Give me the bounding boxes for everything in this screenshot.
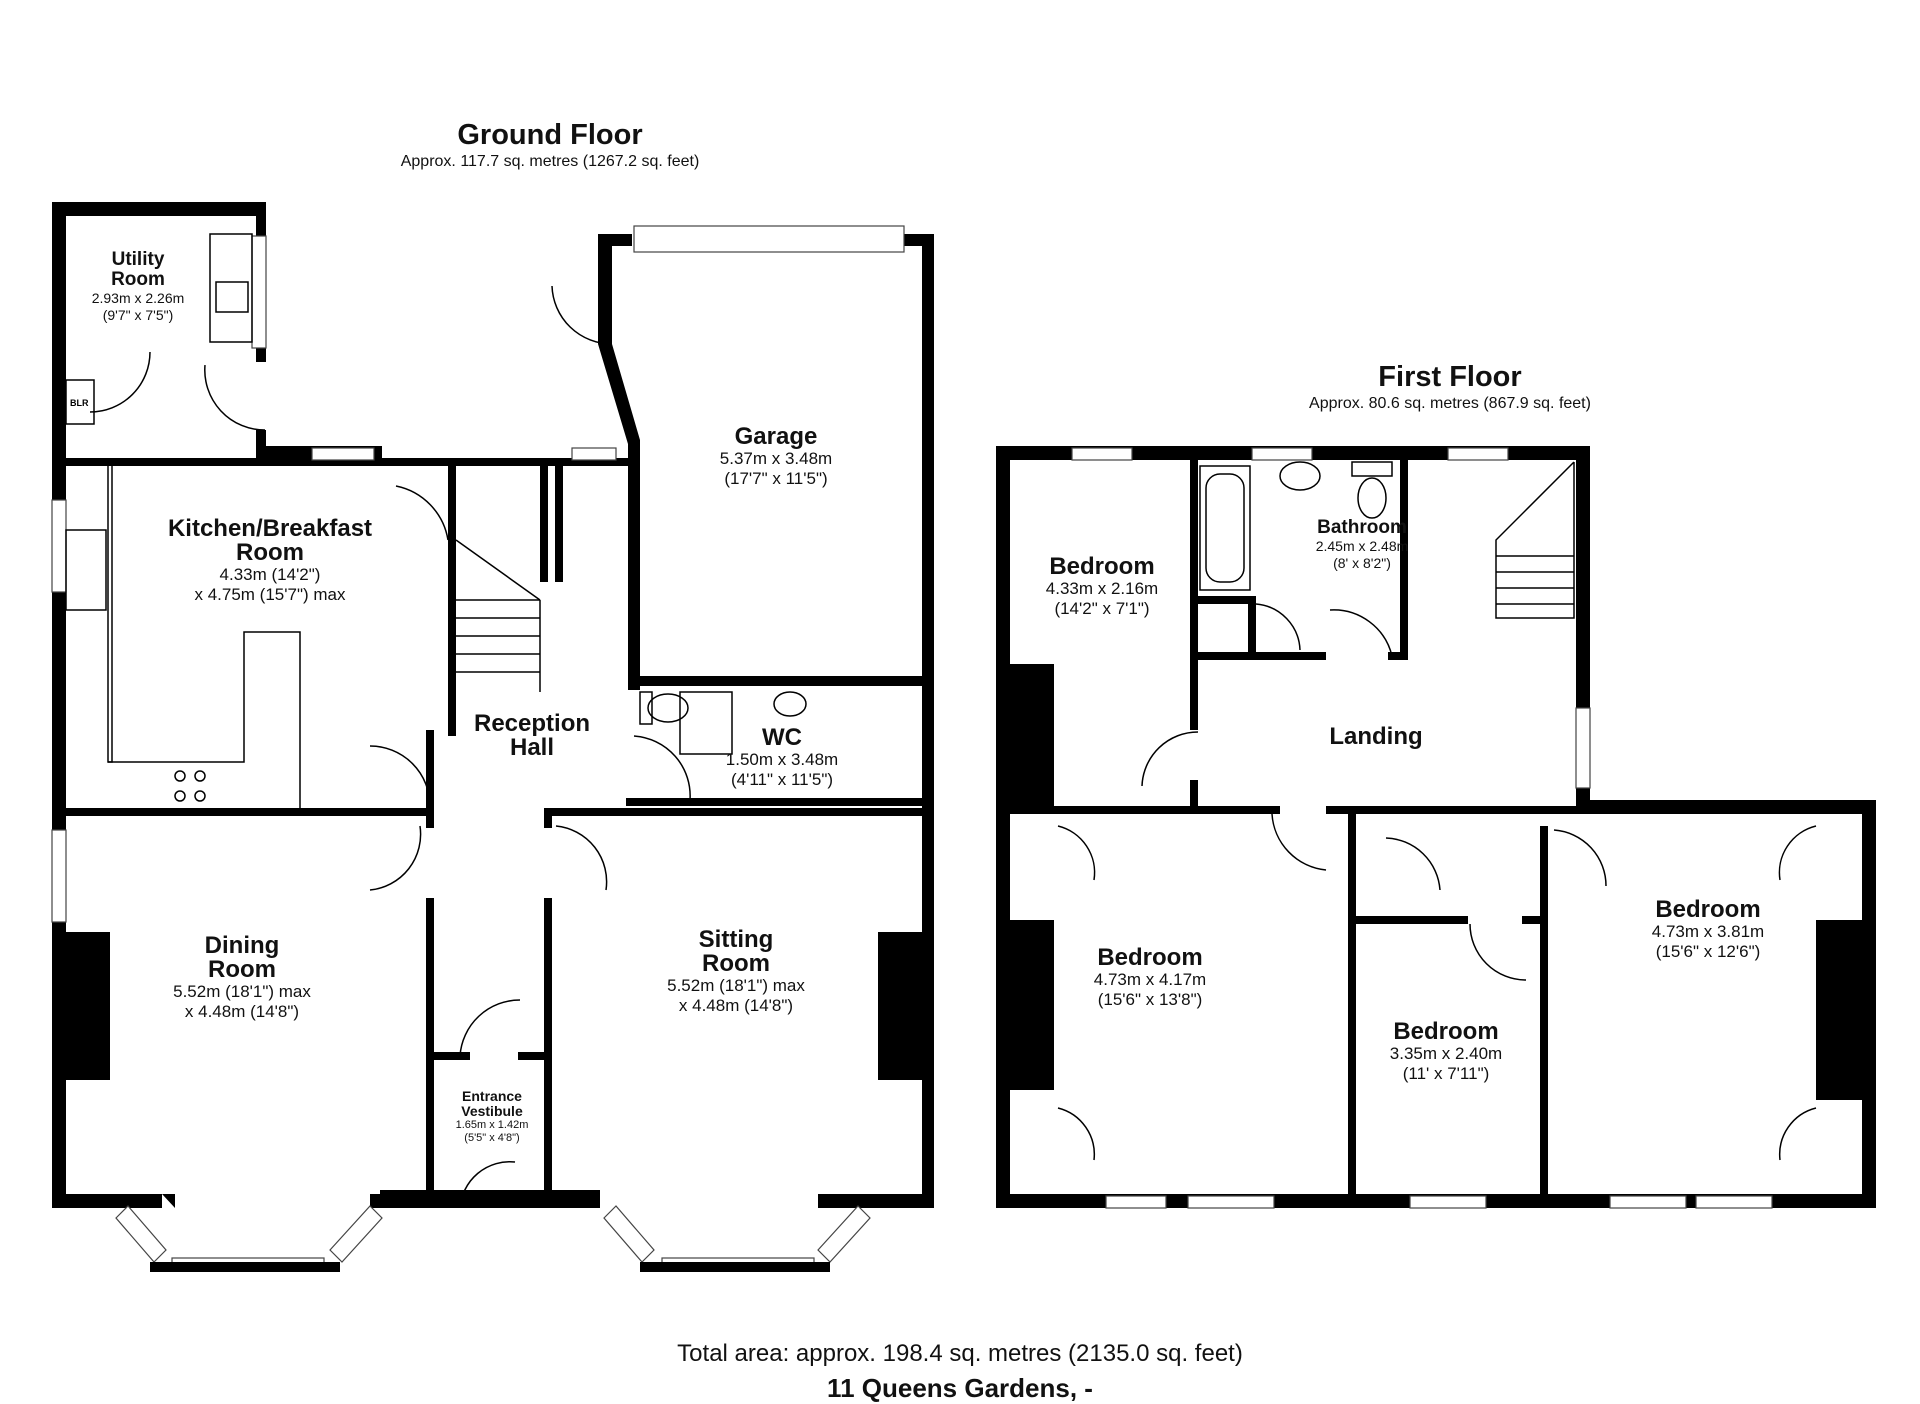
ground-floor-fixtures: BLR: [51, 225, 922, 1209]
first-floor-heading: First Floor Approx. 80.6 sq. metres (867…: [1200, 360, 1700, 414]
room-label-reception-hall: Reception Hall: [473, 710, 591, 761]
room-label-sitting: Sitting Room 5.52m (18'1") max x 4.48m (…: [667, 926, 805, 1016]
room-label-kitchen: Kitchen/Breakfast Room 4.33m (14'2") x 4…: [167, 515, 373, 605]
first-floor-fixtures: [1057, 447, 1817, 1209]
ground-floor-bay-windows: [115, 1205, 871, 1272]
total-area: Total area: approx. 198.4 sq. metres (21…: [677, 1340, 1243, 1367]
first-floor-area: Approx. 80.6 sq. metres (867.9 sq. feet): [1309, 395, 1591, 412]
room-label-utility: Utility Room 2.93m x 2.26m (9'7" x 7'5"): [91, 249, 185, 324]
room-label-vestibule: Entrance Vestibule 1.65m x 1.42m (5'5" x…: [455, 1088, 529, 1145]
room-label-bedroom-nw: Bedroom 4.33m x 2.16m (14'2" x 7'1"): [1045, 553, 1159, 619]
ground-floor-walls: [52, 202, 934, 1208]
room-label-dining: Dining Room 5.52m (18'1") max x 4.48m (1…: [173, 932, 311, 1022]
property-address: 11 Queens Gardens, -: [827, 1373, 1093, 1403]
room-label-bedroom-small: Bedroom 3.35m x 2.40m (11' x 7'11"): [1389, 1018, 1503, 1084]
ground-floor-heading: Ground Floor Approx. 117.7 sq. metres (1…: [300, 118, 800, 172]
room-label-wc: WC 1.50m x 3.48m (4'11" x 11'5"): [725, 724, 839, 790]
room-label-landing: Landing: [1329, 723, 1423, 750]
first-floor-title: First Floor: [1378, 361, 1522, 393]
room-label-garage: Garage 5.37m x 3.48m (17'7" x 11'5"): [719, 423, 833, 489]
room-label-bedroom-sw: Bedroom 4.73m x 4.17m (15'6" x 13'8"): [1093, 944, 1207, 1010]
ground-floor-title: Ground Floor: [457, 119, 643, 151]
ground-floor-area: Approx. 117.7 sq. metres (1267.2 sq. fee…: [400, 153, 700, 170]
room-label-bedroom-e: Bedroom 4.73m x 3.81m (15'6" x 12'6"): [1651, 896, 1765, 962]
svg-text:BLR: BLR: [70, 398, 89, 408]
room-label-bathroom: Bathroom 2.45m x 2.48m (8' x 8'2"): [1315, 517, 1409, 572]
